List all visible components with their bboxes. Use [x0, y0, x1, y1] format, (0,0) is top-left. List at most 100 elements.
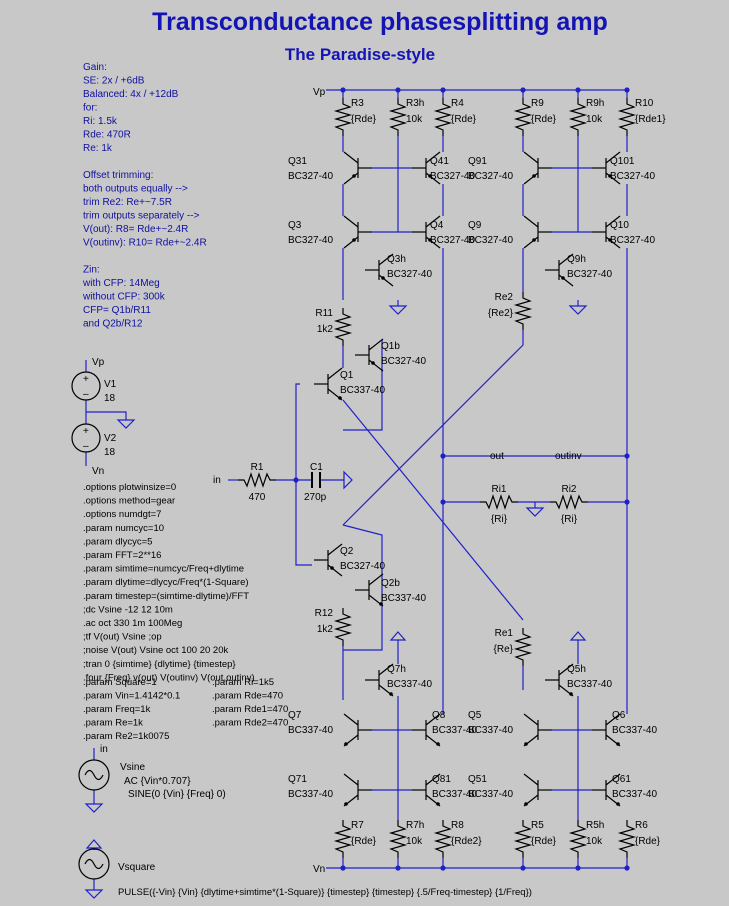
emitter-arrow-icon	[608, 238, 612, 242]
resistor-name: Ri1	[491, 484, 506, 495]
net-label-vp: Vp	[92, 357, 105, 368]
transistor-model: BC327-40	[288, 171, 333, 182]
directive-line: ;tran 0 {simtime} {dlytime} {timestep}	[83, 659, 236, 670]
wire	[295, 480, 312, 566]
resistor-name: R7h	[406, 820, 424, 831]
net-label-vn: Vn	[92, 466, 104, 477]
resistor-name: R1	[251, 462, 264, 473]
note-line: CFP= Q1b/R11	[83, 305, 151, 316]
note-line: trim outputs separately -->	[83, 211, 200, 222]
resistor-r8	[433, 820, 453, 858]
transistor-model: BC327-40	[381, 356, 426, 367]
emitter-arrow-icon	[524, 802, 528, 806]
emitter-arrow-icon	[428, 174, 432, 178]
schematic-subtitle: The Paradise-style	[285, 45, 435, 64]
wire	[86, 411, 127, 420]
transistor-name: Q71	[288, 774, 307, 785]
transistor-model: BC327-40	[468, 235, 513, 246]
param-line: .param Re=1k	[83, 718, 143, 729]
transistor-collector	[327, 543, 343, 556]
resistor-name: R5	[531, 820, 544, 831]
transistor-name: Q1b	[381, 341, 400, 352]
transistor-collector	[327, 367, 343, 380]
ground-icon	[343, 470, 353, 490]
transistor-collector	[343, 773, 359, 786]
transistor-collector	[558, 663, 574, 676]
resistor-r5	[513, 820, 533, 858]
transistor-emitter	[425, 236, 441, 249]
directive-line: .options method=gear	[83, 496, 175, 507]
resistor-r7h	[388, 820, 408, 858]
transistor-collector	[343, 215, 359, 228]
emitter-arrow-icon	[344, 802, 348, 806]
net-label-outinv: outinv	[555, 451, 582, 462]
capacitor-name: C1	[310, 462, 323, 473]
resistor-r5h	[568, 820, 588, 858]
note-line: Rde: 470R	[83, 130, 131, 141]
directive-line: .param numcyc=10	[83, 523, 164, 534]
transistor-collector	[425, 713, 441, 726]
emitter-arrow-icon	[524, 742, 528, 746]
transistor-emitter	[605, 172, 621, 185]
transistor-name: Q7	[288, 710, 302, 721]
voltage-source-v2	[71, 423, 101, 453]
resistor-r9	[513, 98, 533, 136]
ground-up-icon	[85, 839, 103, 849]
note-line: Zin:	[83, 265, 100, 276]
emitter-arrow-icon	[608, 174, 612, 178]
resistor-value: {Rde1}	[635, 114, 666, 125]
schematic-title: Transconductance phasesplitting amp	[152, 8, 608, 36]
transistor-collector	[378, 663, 394, 676]
resistor-name: Re1	[495, 628, 514, 639]
transistor-model: BC337-40	[340, 385, 385, 396]
net-label-in: in	[213, 475, 221, 486]
transistor-emitter	[343, 236, 359, 249]
cross-wire-2	[342, 399, 524, 621]
resistor-value: {Rde}	[351, 114, 377, 125]
cross-wire-1	[342, 330, 524, 526]
source-ac: AC {Vin*0.707}	[124, 776, 191, 787]
resistor-r3	[333, 98, 353, 136]
emitter-arrow-icon	[344, 742, 348, 746]
ground-up-icon	[569, 631, 587, 641]
resistor-re2	[513, 292, 533, 330]
junction-dot	[440, 87, 446, 93]
resistor-value: {Rde}	[635, 836, 661, 847]
junction-dot	[340, 87, 346, 93]
transistor-emitter	[343, 172, 359, 185]
ground-icon	[116, 419, 136, 429]
transistor-model: BC327-40	[340, 561, 385, 572]
note-line: for:	[83, 103, 97, 114]
junction-dot	[624, 453, 630, 459]
emitter-arrow-icon	[352, 238, 356, 242]
note-line: Ri: 1.5k	[83, 116, 118, 127]
directive-line: .four {Freq} v(out) V(outinv) V(out,outi…	[83, 672, 255, 683]
transistor-collector	[368, 338, 384, 351]
junction-dot	[520, 87, 526, 93]
transistor-collector	[343, 151, 359, 164]
source-value: 18	[104, 393, 116, 404]
transistor-model: BC337-40	[432, 789, 477, 800]
transistor-name: Q4	[430, 220, 444, 231]
transistor-name: Q9h	[567, 254, 586, 265]
resistor-value: {Ri}	[491, 514, 508, 525]
source-name: Vsine	[120, 762, 145, 773]
note-line: V(outinv): R10= Rde+~2.4R	[83, 238, 207, 249]
resistor-name: R7	[351, 820, 364, 831]
transistor-name: Q3h	[387, 254, 406, 265]
emitter-arrow-icon	[436, 802, 440, 806]
voltage-source-vsine	[78, 759, 110, 791]
transistor-name: Q51	[468, 774, 487, 785]
ground-icon	[84, 803, 104, 813]
transistor-name: Q7h	[387, 664, 406, 675]
net-label-vp: Vp	[313, 87, 326, 98]
transistor-name: Q41	[430, 156, 449, 167]
directive-line: .param FFT=2**16	[83, 550, 161, 561]
transistor-collector	[605, 215, 621, 228]
resistor-name: R11	[315, 308, 333, 319]
resistor-r9h	[568, 98, 588, 136]
transistor-model: BC337-40	[381, 593, 426, 604]
transistor-model: BC337-40	[288, 725, 333, 736]
directive-line: .param dlycyc=5	[83, 536, 152, 547]
